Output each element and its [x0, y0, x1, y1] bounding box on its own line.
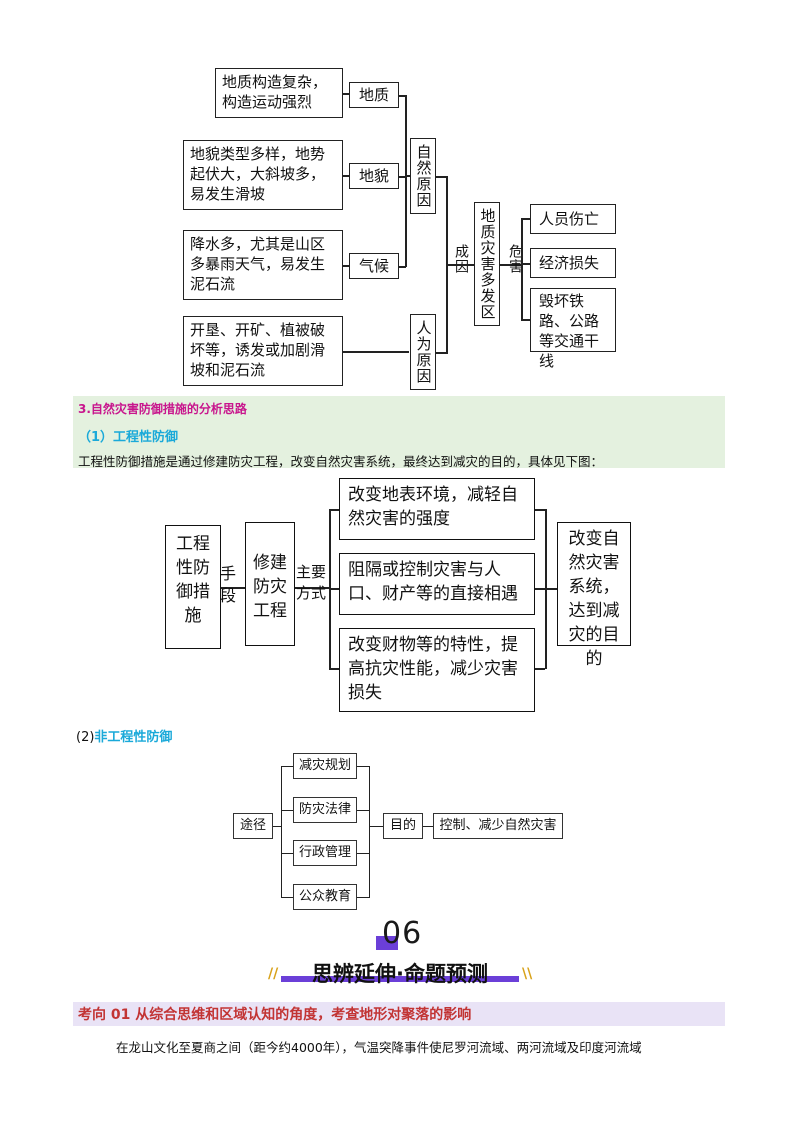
- factor-landform: 地貌: [349, 163, 399, 189]
- banner-title: 思辨延伸·命题预测: [312, 962, 488, 986]
- subheading-label: 非工程性防御: [94, 730, 173, 745]
- banner-slash-right: \\: [522, 966, 533, 982]
- subheading-prefix: (2): [76, 730, 95, 745]
- section-heading: 3.自然灾害防御措施的分析思路: [78, 402, 247, 416]
- item-administration: 行政管理: [293, 840, 357, 866]
- means-label: 手段: [220, 564, 237, 605]
- method-box-environment: 改变地表环境，减轻自然灾害的强度: [339, 478, 535, 540]
- topic-heading: 考向 01 从综合思维和区域认知的角度，考查地形对聚落的影响: [78, 1007, 472, 1023]
- subheading-engineering: （1）工程性防御: [78, 430, 179, 445]
- topic-band: [73, 1002, 725, 1026]
- engineering-paragraph: 工程性防御措施是通过修建防灾工程，改变自然灾害系统，最终达到减灾的目的，具体见下…: [78, 454, 604, 469]
- cause-box-geology: 地质构造复杂，构造运动强烈: [215, 68, 343, 118]
- cause-box-climate: 降水多，尤其是山区多暴雨天气，易发生泥石流: [183, 230, 343, 300]
- item-planning: 减灾规划: [293, 753, 357, 779]
- method-box-resistance: 改变财物等的特性，提高抗灾性能，减少灾害损失: [339, 628, 535, 712]
- factor-climate: 气候: [349, 253, 399, 279]
- item-law: 防灾法律: [293, 797, 357, 823]
- build-engineering-box: 修建防灾工程: [245, 522, 295, 646]
- natural-cause-box: 自然原因: [410, 138, 436, 214]
- cause-link-label: 成因: [453, 244, 469, 274]
- harm-box-economic: 经济损失: [530, 248, 616, 278]
- result-box: 改变自然灾害系统，达到减灾的目的: [557, 522, 631, 669]
- banner-slash-left: //: [268, 966, 279, 982]
- harm-box-transport: 毁坏铁路、公路等交通干线: [530, 288, 616, 370]
- item-education: 公众教育: [293, 884, 357, 910]
- topic-paragraph: 在龙山文化至夏商之间（距今约4000年），气温突降事件使尼罗河流域、两河流域及印…: [116, 1040, 642, 1055]
- purpose-box: 目的: [383, 813, 423, 839]
- path-box: 途径: [233, 813, 273, 839]
- subheading-nonengineering: (2)非工程性防御: [76, 726, 172, 745]
- banner-number: 06: [382, 916, 423, 951]
- banner-number-bar: [376, 936, 398, 950]
- harm-link-label: 危害: [507, 244, 523, 274]
- goal-box: 控制、减少自然灾害: [433, 813, 563, 839]
- section-band: [73, 396, 725, 468]
- factor-geology: 地质: [349, 82, 399, 108]
- cause-box-landform: 地貌类型多样，地势起伏大，大斜坡多，易发生滑坡: [183, 140, 343, 210]
- main-method-label: 主要方式: [296, 563, 327, 602]
- human-cause-box: 人为原因: [410, 314, 436, 390]
- center-disaster-area: 地质灾害多发区: [474, 202, 500, 326]
- method-box-barrier: 阻隔或控制灾害与人口、财产等的直接相遇: [339, 553, 535, 615]
- banner-underline: [281, 976, 519, 982]
- engineering-measures-box: 工程性防御措施: [165, 525, 221, 649]
- cause-box-human: 开垦、开矿、植被破坏等，诱发或加剧滑坡和泥石流: [183, 316, 343, 386]
- harm-box-casualties: 人员伤亡: [530, 204, 616, 234]
